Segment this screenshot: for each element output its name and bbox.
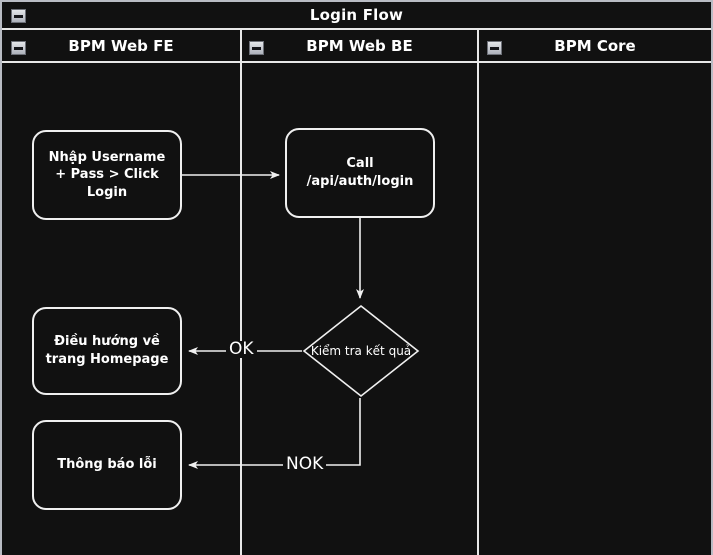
minus-icon-lane-fe[interactable] bbox=[11, 41, 26, 55]
lane-label-fe: BPM Web FE bbox=[68, 36, 174, 55]
decision-label: Kiểm tra kết quả bbox=[310, 344, 412, 358]
edge-label-nok: NOK bbox=[283, 456, 327, 473]
minus-icon-lane-be[interactable] bbox=[249, 41, 264, 55]
lane-header-core[interactable]: BPM Core bbox=[477, 30, 711, 63]
minus-icon-lane-core[interactable] bbox=[487, 41, 502, 55]
node-call-api-auth-login[interactable]: Call /api/auth/login bbox=[285, 128, 435, 218]
minus-icon-title[interactable] bbox=[11, 9, 26, 23]
edge-label-ok: OK bbox=[226, 341, 257, 358]
node-dieu-huong-homepage[interactable]: Điều hướng về trang Homepage bbox=[32, 307, 182, 395]
lane-header-fe[interactable]: BPM Web FE bbox=[2, 30, 240, 63]
node-nhap-username[interactable]: Nhập Username + Pass > Click Login bbox=[32, 130, 182, 220]
lane-label-be: BPM Web BE bbox=[306, 36, 413, 55]
lane-divider-fe-be bbox=[240, 63, 242, 555]
edge-n3-n5-nok bbox=[188, 398, 361, 469]
node-thong-bao-loi[interactable]: Thông báo lỗi bbox=[32, 420, 182, 510]
lane-divider-be-core bbox=[477, 63, 479, 555]
lane-label-core: BPM Core bbox=[554, 36, 636, 55]
lane-header-be[interactable]: BPM Web BE bbox=[240, 30, 477, 63]
node-kiem-tra-ket-qua[interactable]: Kiểm tra kết quả bbox=[302, 304, 420, 398]
diagram-title: Login Flow bbox=[309, 6, 404, 24]
diagram-title-bar: Login Flow bbox=[2, 2, 711, 30]
decision-diamond-shape bbox=[302, 304, 420, 398]
